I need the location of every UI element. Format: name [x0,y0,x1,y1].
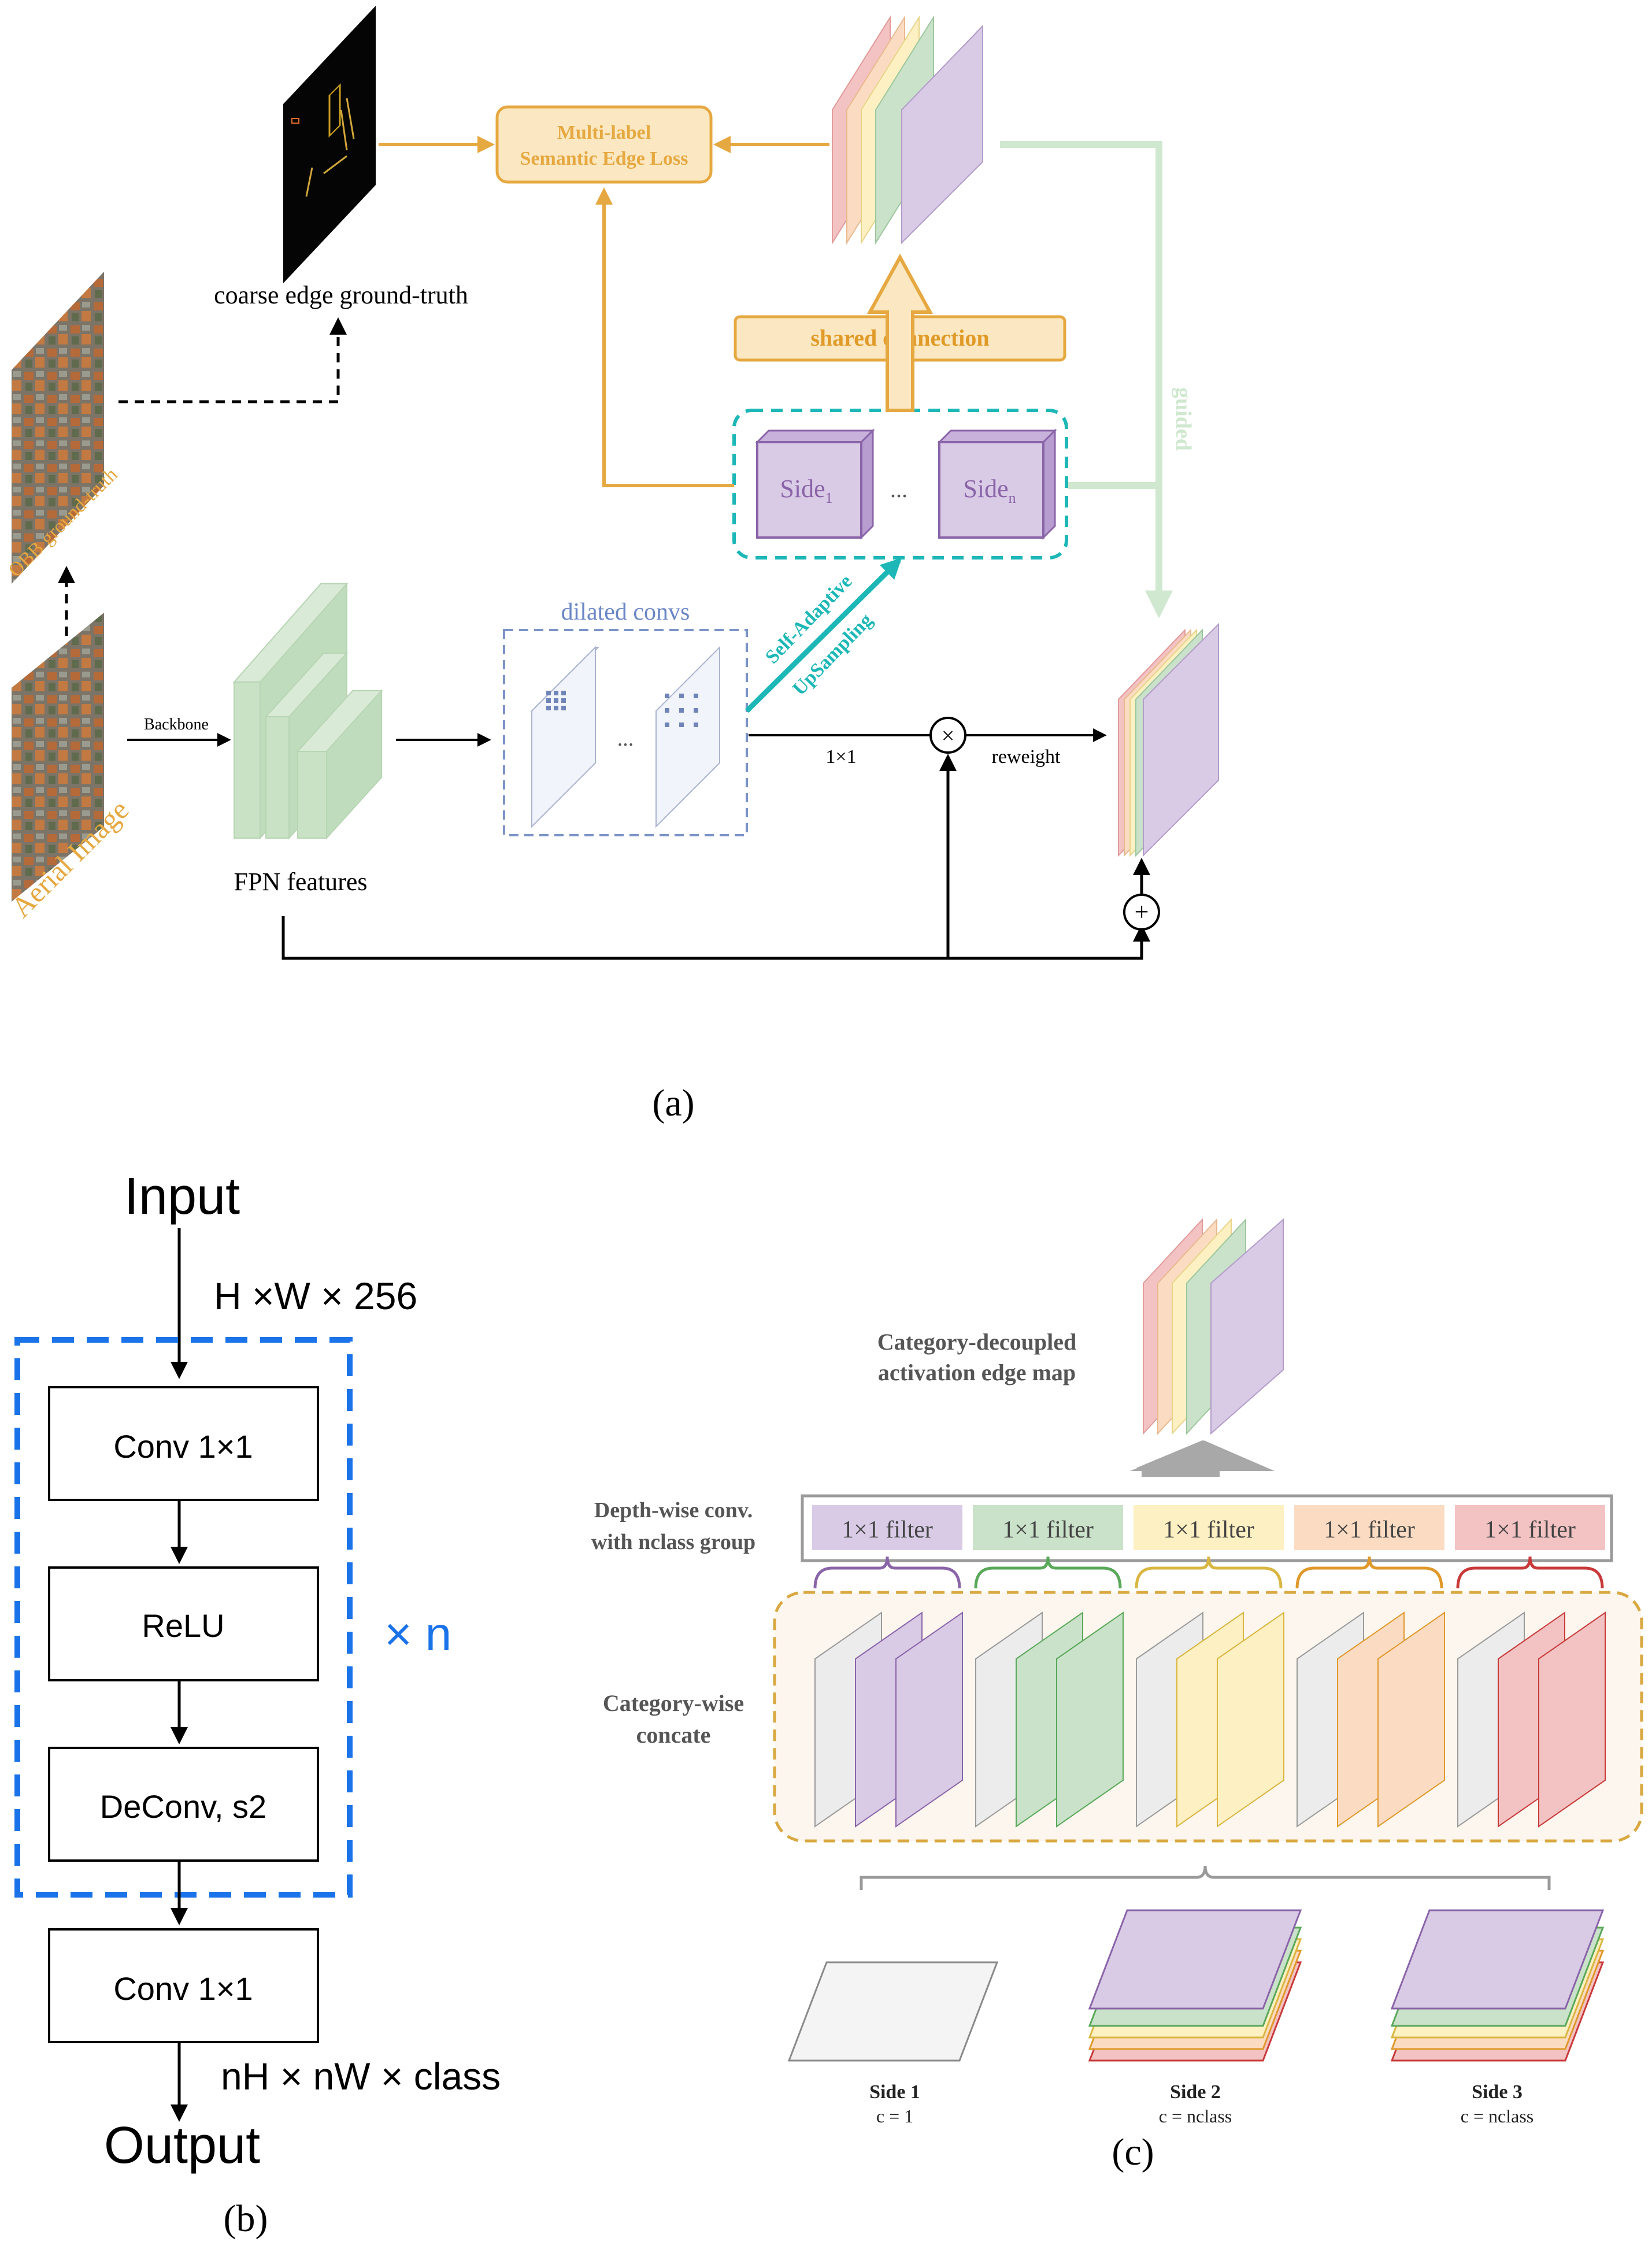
coarse-edge-map [283,6,376,283]
conv2-label: Conv 1×1 [113,1970,253,2007]
sides-brace [860,1865,1551,1890]
brace-1 [813,1556,961,1589]
self-adaptive-arrow [744,557,902,713]
filter-cell-5 [1455,1505,1605,1550]
shared-arrow-fill [889,361,911,407]
dilated-convs-label: dilated convs [561,599,690,625]
side-n-label: Siden [963,475,1016,506]
concat-group-2 [975,1611,1124,1828]
relu-label: ReLU [142,1607,224,1644]
side-3-channels: c = nclass [1461,2106,1534,2126]
conv1-block [48,1386,319,1501]
depthwise-label-2: with nclass group [591,1530,755,1554]
concat-label-2: concate [636,1722,711,1748]
concat-group-1 [814,1611,963,1828]
side-3-name: Side 3 [1472,2081,1523,2103]
output-label: Output [104,2117,260,2174]
brace-5 [1456,1556,1604,1589]
filter-cell-1 [812,1505,962,1550]
backbone-label: Backbone [144,716,209,733]
multi-label-loss-line1: Multi-label [557,122,651,143]
side-1-name: Side 1 [869,2081,920,2103]
conv1-label: Conv 1×1 [113,1428,253,1465]
activation-edge-map [1143,1218,1284,1435]
fpn-features-label: FPN features [234,868,368,896]
deconv-label: DeConv, s2 [100,1788,266,1825]
panel-c-caption: (c) [1112,2131,1154,2173]
filter-cell-2 [973,1505,1123,1550]
side-1-map [787,1961,999,2062]
panel-b: Input H ×W × 256 Conv 1×1 ReLU DeConv, s… [14,1168,501,2240]
filter-label-2: 1×1 filter [1002,1517,1094,1543]
conv2-block [48,1928,319,2043]
side-2-channels: c = nclass [1159,2106,1232,2126]
brace-2 [974,1556,1122,1589]
output-dims: nH × nW × class [221,2055,501,2098]
dilated-convs-box [503,629,748,836]
one-by-one-label: 1×1 [825,746,856,768]
guided-arrow [1000,141,1173,618]
aerial-image [12,613,104,902]
side-2-stack [1088,1909,1302,2062]
reweight-label: reweight [992,746,1061,768]
sides-ellipsis: ... [890,476,908,502]
side-2-name: Side 2 [1170,2081,1221,2103]
obb-aerial-image [12,272,104,584]
sides-to-loss-arrow [595,187,734,487]
filter-label-4: 1×1 filter [1324,1517,1415,1543]
multiply-symbol: × [942,723,955,749]
side-3-stack [1390,1909,1605,2062]
dashed-arrow-obb-to-edge [118,317,347,403]
filter-cell-4 [1294,1505,1444,1550]
brace-3 [1135,1556,1283,1589]
filter-label-1: 1×1 filter [842,1517,933,1543]
skip-connection-line [281,916,1150,960]
relu-block [48,1566,319,1681]
dilated-conv-n [655,646,720,828]
concat-group-3 [1136,1611,1284,1828]
panel-b-caption: (b) [224,2198,268,2240]
gray-arrow-head [1130,1440,1275,1471]
guided-label: guided [1171,387,1195,451]
fpn-features [232,582,383,840]
filter-label-3: 1×1 filter [1163,1517,1254,1543]
concat-group-4 [1297,1611,1445,1828]
shared-connection-arrow [866,253,934,412]
filter-cell-3 [1134,1505,1284,1550]
repeat-dashed-box [14,1337,353,1898]
filter-label-5: 1×1 filter [1484,1517,1576,1543]
multi-label-loss-box [495,105,713,184]
side-1-channels: c = 1 [876,2106,913,2126]
coarse-edge-label: coarse edge ground-truth [214,281,468,309]
side-n-block [937,428,1057,540]
panel-a-caption: (a) [652,1082,694,1124]
plus-symbol: + [1135,898,1149,926]
side-1-label: Side1 [780,475,832,506]
activation-map-title-1: Category-decoupled [877,1329,1076,1355]
multi-label-loss-line2: Semantic Edge Loss [520,148,688,169]
panel-c: Category-decoupled activation edge map D… [591,1218,1643,2173]
repeat-label: × n [384,1608,451,1661]
top-edge-maps [832,15,983,245]
dilated-ellipsis: ... [617,727,634,751]
plus-node [1123,894,1160,931]
depthwise-label-1: Depth-wise conv. [594,1498,753,1522]
side-1-block [755,428,875,540]
panel-a: coarse edge ground-truth OBB ground-trut… [4,6,1219,1124]
deconv-block [48,1747,319,1862]
concat-group-5 [1457,1611,1606,1828]
brace-4 [1295,1556,1443,1589]
dilated-conv-1 [530,646,600,828]
input-label: Input [124,1168,240,1225]
reweighted-output-maps [1118,623,1219,857]
concat-label-1: Category-wise [603,1690,744,1716]
activation-map-title-2: activation edge map [878,1359,1076,1385]
input-dims: H ×W × 256 [214,1274,417,1317]
